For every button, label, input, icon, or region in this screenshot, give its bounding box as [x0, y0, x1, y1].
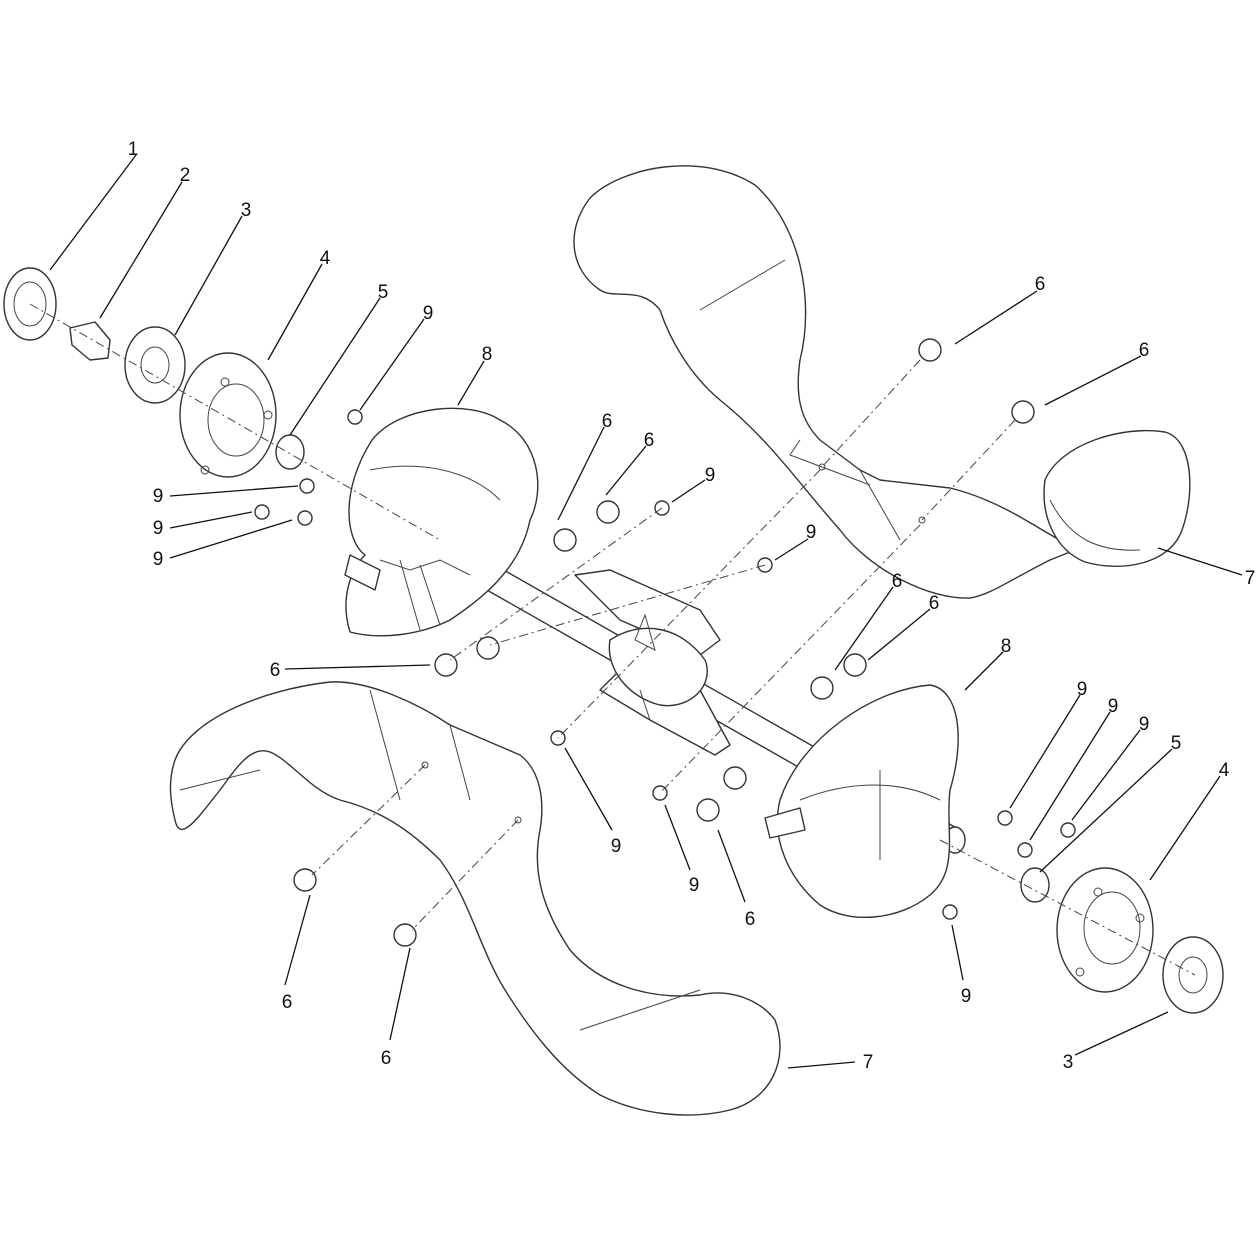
center-hub	[574, 569, 731, 756]
callout-3: 3	[1063, 1052, 1074, 1073]
upper-tine	[573, 165, 1191, 599]
callout-6: 6	[892, 571, 903, 592]
callout-6: 6	[381, 1048, 392, 1069]
right-disc	[764, 684, 959, 919]
callout-6: 6	[745, 909, 756, 930]
hardware	[254, 338, 1076, 947]
callout-9: 9	[806, 522, 817, 543]
callout-4: 4	[320, 248, 331, 269]
callout-9: 9	[1108, 696, 1119, 717]
callout-6: 6	[270, 660, 281, 681]
callout-9: 9	[153, 486, 164, 507]
callout-7: 7	[863, 1052, 874, 1073]
callout-9: 9	[961, 986, 972, 1007]
callout-9: 9	[153, 518, 164, 539]
right-end-parts	[1020, 867, 1224, 1014]
callout-9: 9	[1139, 714, 1150, 735]
callout-5: 5	[378, 282, 389, 303]
callout-6: 6	[929, 593, 940, 614]
callout-6: 6	[602, 411, 613, 432]
callout-9: 9	[423, 303, 434, 324]
alignment-lines	[29, 303, 1196, 976]
callout-6: 6	[1139, 340, 1150, 361]
callout-6: 6	[282, 992, 293, 1013]
callout-7: 7	[1245, 568, 1256, 589]
left-end-parts	[3, 267, 305, 478]
leader-lines	[49, 154, 1243, 1069]
callout-6: 6	[1035, 274, 1046, 295]
callout-9: 9	[689, 875, 700, 896]
lower-tine	[169, 681, 781, 1116]
callout-9: 9	[1077, 679, 1088, 700]
callout-5: 5	[1171, 733, 1182, 754]
callout-9: 9	[611, 836, 622, 857]
callout-9: 9	[705, 465, 716, 486]
callouts: 1 2 3 4 5 9 8 9 9 9 6 6 9 6 6 7 9 6 6 6 …	[128, 139, 1256, 1073]
callout-4: 4	[1219, 760, 1230, 781]
callout-2: 2	[180, 165, 191, 186]
callout-6: 6	[644, 430, 655, 451]
callout-9: 9	[153, 549, 164, 570]
callout-3: 3	[241, 200, 252, 221]
left-disc	[344, 407, 539, 637]
callout-1: 1	[128, 139, 139, 160]
callout-8: 8	[1001, 636, 1012, 657]
callout-8: 8	[482, 344, 493, 365]
